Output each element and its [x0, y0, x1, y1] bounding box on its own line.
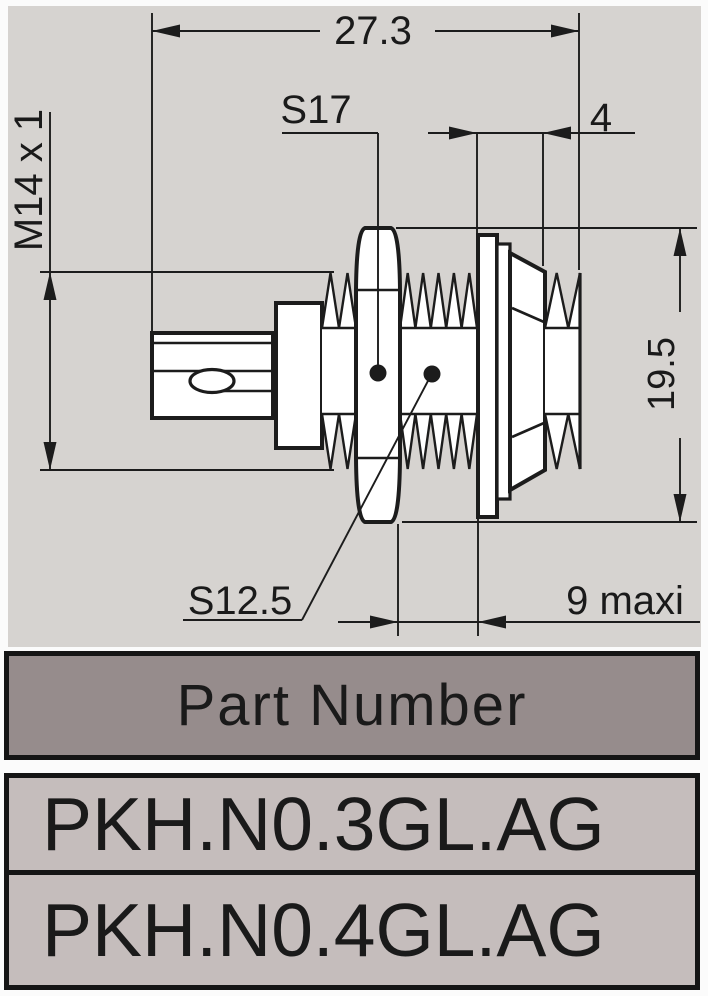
- nut-spanner-label: S17: [280, 88, 351, 132]
- s17-reference-dot: [369, 364, 387, 382]
- rear-contact: [150, 331, 275, 420]
- body-height-label: 19.5: [641, 337, 683, 411]
- front-tip-threads: [543, 272, 582, 470]
- part-number-value: PKH.N0.4GL.AG: [42, 888, 605, 972]
- overall-length-label: 27.3: [334, 9, 412, 53]
- front-flange: [476, 233, 547, 519]
- dimension-lines: [40, 13, 700, 636]
- part-number-header: Part Number: [4, 651, 700, 760]
- s12-5-reference-dot: [423, 365, 441, 383]
- table-row: PKH.N0.3GL.AG: [9, 778, 695, 875]
- technical-drawing-panel: 27.3 S17 4 M14 x 1 19.5 S12.5 9 maxi: [7, 6, 701, 647]
- part-number-table: PKH.N0.3GL.AG PKH.N0.4GL.AG: [4, 773, 700, 990]
- front-spanner-label: S12.5: [188, 579, 293, 623]
- rear-collar: [274, 301, 324, 450]
- part-number-value: PKH.N0.3GL.AG: [42, 782, 605, 866]
- front-length-label: 4: [590, 96, 612, 140]
- part-number-header-label: Part Number: [176, 673, 528, 738]
- solder-hole: [188, 367, 236, 395]
- leader-lines: [183, 132, 441, 621]
- thread-spec-label: M14 x 1: [7, 109, 51, 251]
- panel-thickness-label: 9 maxi: [566, 579, 684, 623]
- front-cone: [508, 249, 547, 494]
- table-row: PKH.N0.4GL.AG: [9, 875, 695, 985]
- connector-side-view: [150, 226, 582, 524]
